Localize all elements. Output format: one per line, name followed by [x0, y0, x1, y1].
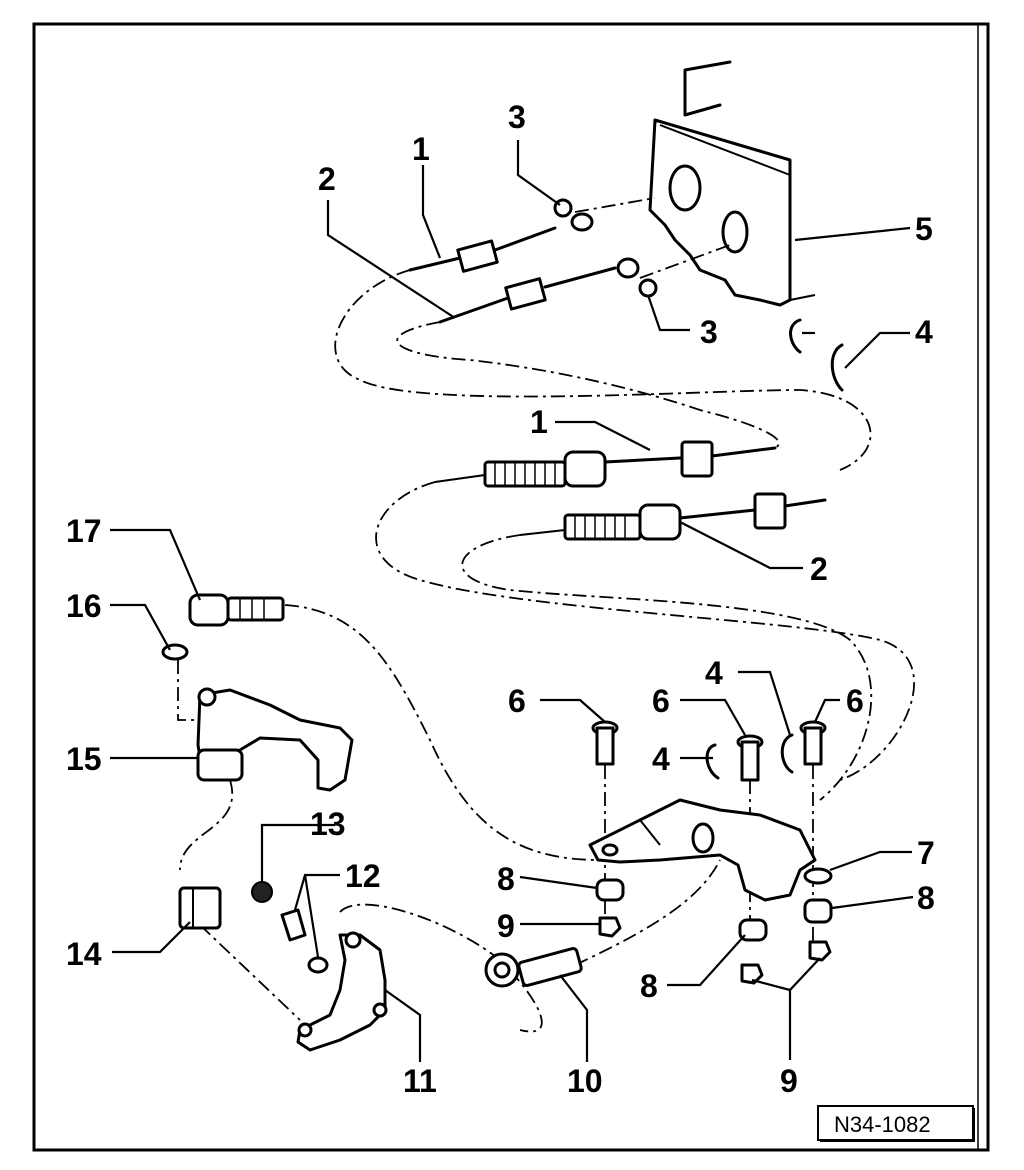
- bolt-6-middle: [736, 734, 764, 782]
- routing-line-10-bracket: [574, 859, 721, 966]
- callout-1-upper: 1: [412, 131, 430, 167]
- callout-17: 17: [66, 513, 102, 549]
- nut-9-middle: [740, 963, 764, 985]
- callout-9-left: 9: [497, 908, 515, 944]
- diagram-frame: [32, 22, 990, 1152]
- reference-number: N34-1082: [834, 1112, 931, 1137]
- routing-line-balljoint-17: [284, 604, 601, 861]
- nut-9-right: [808, 940, 832, 962]
- callout-3-upper: 3: [508, 99, 526, 135]
- selector-lever-15: [196, 687, 354, 792]
- callout-6-right: 6: [846, 683, 864, 719]
- bush-14: [178, 886, 222, 930]
- routing-line-cable2-middle: [461, 534, 873, 801]
- washer-16: [161, 643, 189, 661]
- nut-13: [251, 881, 273, 903]
- callout-11: 11: [403, 1063, 437, 1099]
- clip-4-lower-right: [780, 733, 794, 774]
- ball-socket-10: [484, 947, 583, 988]
- nut-3-lower: [638, 278, 658, 298]
- leader-lines: [110, 140, 914, 1062]
- clip-4-upper: [789, 318, 844, 392]
- callout-6-left: 6: [508, 683, 526, 719]
- callout-6-middle: 6: [652, 683, 670, 719]
- bolt-6-left: [591, 720, 619, 766]
- callout-5: 5: [915, 211, 933, 247]
- callout-8-bottom: 8: [640, 968, 658, 1004]
- grommet-8-left: [595, 878, 625, 902]
- callout-10: 10: [567, 1063, 603, 1099]
- callout-8-right: 8: [917, 880, 935, 916]
- callout-9-bottom: 9: [780, 1063, 798, 1099]
- nut-9-left: [598, 916, 622, 938]
- routing-line-cable1-upper: [334, 269, 872, 471]
- routing-line-16-15: [177, 660, 205, 721]
- callout-14: 14: [66, 936, 102, 972]
- callout-13: 13: [310, 806, 346, 842]
- callout-2-upper: 2: [318, 161, 336, 197]
- routing-line-nut-3-lower: [639, 244, 731, 279]
- callout-1-middle: 1: [530, 404, 548, 440]
- clip-4-lower-left: [705, 743, 720, 780]
- callout-2-middle: 2: [810, 551, 828, 587]
- callout-4-lower-top: 4: [705, 655, 723, 691]
- routing-line-14-11: [199, 924, 301, 1021]
- routing-line-cable1-middle: [375, 481, 915, 781]
- callout-12: 12: [345, 858, 381, 894]
- bushing-12: [280, 908, 329, 974]
- relay-lever-11: [296, 931, 388, 1052]
- callout-7: 7: [917, 835, 935, 871]
- bolt-6-right: [799, 720, 827, 766]
- ball-joint-17: [188, 593, 285, 627]
- callout-16: 16: [66, 588, 102, 624]
- callout-15: 15: [66, 741, 102, 777]
- upper-cable-1: [408, 212, 594, 273]
- callout-4-upper: 4: [915, 314, 933, 350]
- routing-line-cable2-upper: [396, 321, 780, 449]
- callout-4-lower-left: 4: [652, 741, 670, 777]
- upper-cable-2: [438, 257, 640, 324]
- callout-8-left: 8: [497, 861, 515, 897]
- grommet-8-middle: [738, 918, 768, 942]
- grommet-8-right: [803, 898, 833, 924]
- routing-line-15-14: [179, 779, 234, 871]
- middle-cable-1: [434, 440, 777, 488]
- reference-label: N34-1082: [817, 1105, 975, 1142]
- callout-3-lower: 3: [700, 314, 718, 350]
- housing-bracket: [648, 60, 816, 307]
- routing-line-nut-3-upper: [574, 197, 656, 213]
- mounting-bracket-7: [588, 798, 833, 902]
- middle-cable-2: [519, 492, 827, 541]
